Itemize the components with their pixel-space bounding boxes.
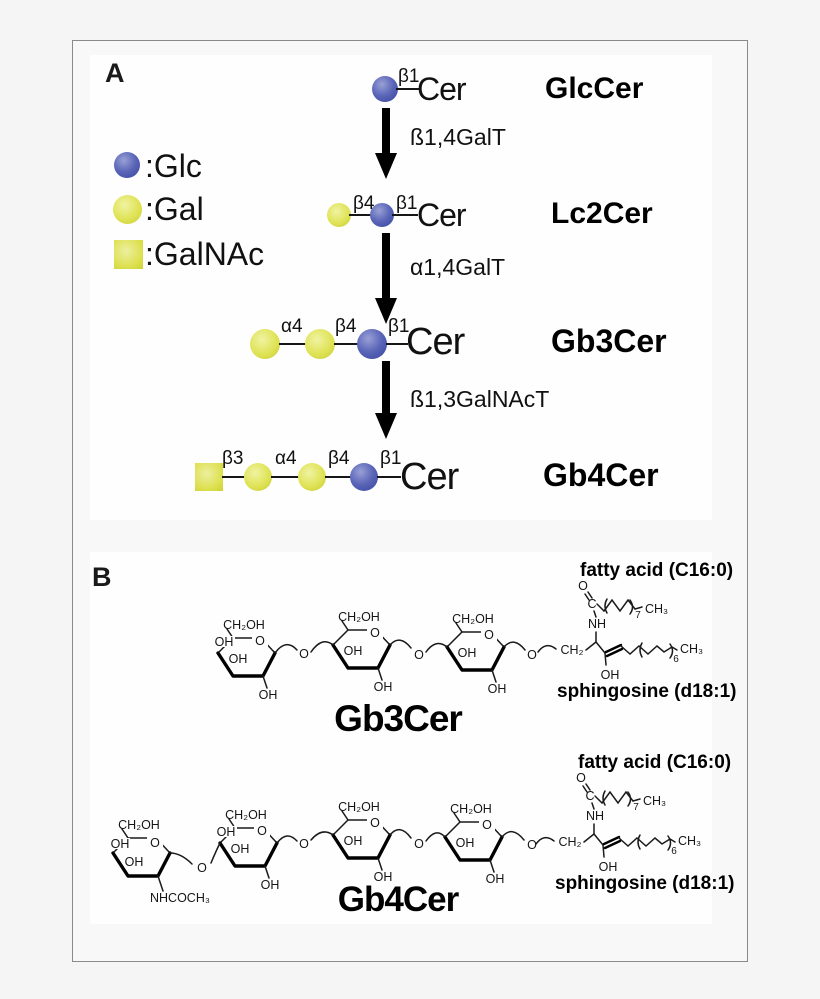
glycolipid-name: Lc2Cer [551,197,653,230]
reaction-arrow-shaft [382,361,390,414]
glycolipid-name: Gb3Cer [551,323,667,359]
legend-galnac-label: :GalNAc [145,236,265,272]
enzyme-label: ß1,4GalT [410,124,506,150]
panel-a-background [90,55,712,520]
panel-b-label: B [92,562,112,592]
glycosidic-bond [377,476,401,478]
glycosidic-bond [271,476,299,478]
glycosidic-bond [386,343,408,345]
glycolipid-name: GlcCer [545,72,644,105]
cer-label: Cer [417,197,467,233]
gal-residue [244,463,272,491]
linkage-label: β3 [222,448,244,469]
reaction-arrow-head [375,153,397,179]
reaction-arrow-head [375,413,397,439]
enzyme-label: α1,4GalT [410,254,506,280]
panel-b-background [90,552,712,924]
panel-a-label: A [105,58,125,88]
legend-glc-label: :Glc [145,148,202,184]
legend-gal-circle-icon [113,195,142,224]
gal-residue [327,203,351,227]
linkage-label: β1 [396,193,418,214]
reaction-arrow-shaft [382,108,390,154]
glc-residue [372,76,398,102]
glc-residue [357,329,387,359]
gal-residue [250,329,280,359]
cer-label: Cer [400,456,459,498]
linkage-label: α4 [281,316,303,337]
glc-residue [370,203,394,227]
legend-gal-label: :Gal [145,191,204,227]
glycosidic-bond [392,214,418,216]
linkage-label: β4 [353,193,375,214]
cer-label: Cer [406,321,465,363]
legend-glc-circle-icon [114,152,140,178]
gal-residue [305,329,335,359]
enzyme-label: ß1,3GalNAcT [410,386,550,412]
glycosidic-bond [222,476,245,478]
reaction-arrow-head [375,298,397,324]
legend-galnac-square-icon [114,240,143,269]
glycolipid-name: Gb4Cer [543,457,659,493]
glc-residue [350,463,378,491]
glycosidic-bond [279,343,306,345]
glycosidic-bond [325,476,351,478]
glycosidic-bond [396,88,420,90]
linkage-label: β4 [328,448,350,469]
cer-label: Cer [417,71,467,107]
linkage-label: β1 [388,316,410,337]
linkage-label: β1 [380,448,402,469]
linkage-label: α4 [275,448,297,469]
reaction-arrow-shaft [382,233,390,299]
glycosidic-bond [334,343,358,345]
galnac-residue [195,463,223,491]
linkage-label: β4 [335,316,357,337]
linkage-label: β1 [398,66,420,87]
gal-residue [298,463,326,491]
glycosidic-bond [349,214,372,216]
